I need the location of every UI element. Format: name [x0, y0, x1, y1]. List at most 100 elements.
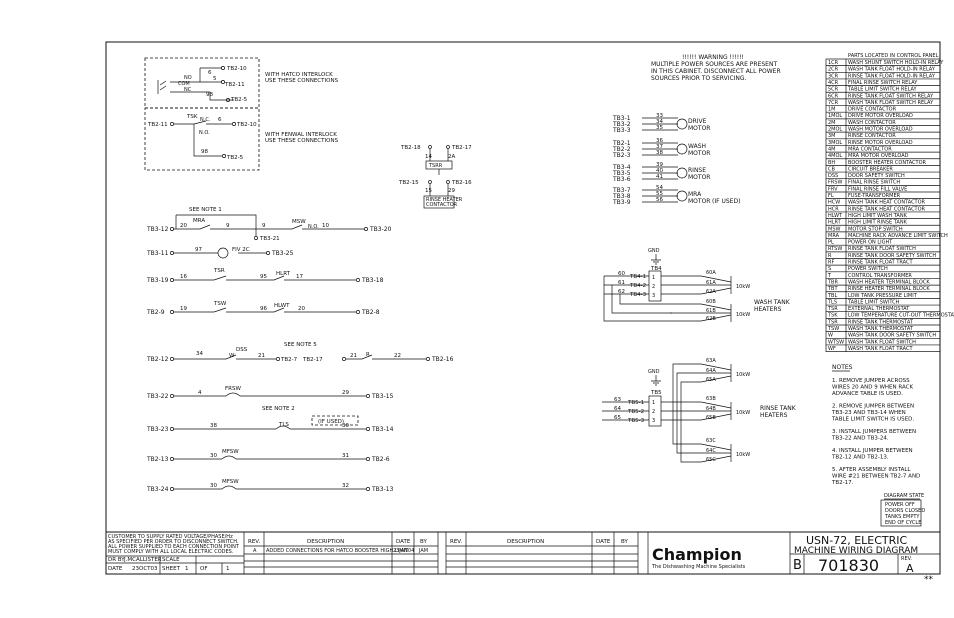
rung-wire-95: 95 — [260, 274, 267, 280]
rung-part-tls: TLS — [278, 422, 289, 428]
mra-motor: TB3-7 TB3-8 TB3-9 54 55 56 MRA MOTOR (IF… — [612, 185, 740, 206]
legend-description: WASH SHUNT SWITCH HOLD-IN RELAY — [848, 60, 944, 66]
legend-code: 1M — [828, 107, 836, 113]
legend-code: 4MOL — [828, 153, 842, 159]
wash-wire-61: 61 — [618, 280, 625, 286]
legend-code: TSK — [827, 313, 838, 319]
hatco-term-tb2-11: TB2-11 — [224, 82, 245, 88]
rinse-heater-64a: 64A — [706, 368, 716, 374]
rung-part-frsw: FRSW — [225, 386, 241, 392]
rung-left-terminal: TB2-12 — [146, 356, 169, 363]
legend-description: MRA CONTACTOR — [848, 146, 892, 152]
legend-description: WASH TANK FLOAT HOLD-IN RELAY — [848, 67, 936, 73]
wash-kw-2: 10kW — [736, 312, 750, 318]
legend-code: 2M — [828, 120, 836, 126]
rung-right-terminal: TB2-8 — [361, 309, 380, 316]
motor-wire-b: 37 — [656, 144, 663, 150]
motor-label-1: WASH — [688, 143, 706, 150]
legend-code: CB — [828, 166, 835, 172]
rung-tb3-24: TB3-24 30 MFSW 32 TB3-13 — [146, 479, 394, 493]
rung-right-terminal: TB3-25 — [271, 250, 294, 257]
spec-line-1: CUSTOMER TO SUPPLY RATED VOLTAGE/PHASE/H… — [108, 534, 233, 540]
rung-left-terminal: TB3-24 — [146, 486, 169, 493]
legend-code: WTSW — [828, 339, 844, 345]
hatco-nc-label: NC — [184, 87, 192, 93]
rung-wire-34: 34 — [196, 351, 203, 357]
legend-description: WASH TANK FLOAT SWITCH — [848, 339, 916, 345]
rung-part-tsw: TSW — [213, 301, 227, 307]
drawing-rev: A — [906, 562, 914, 575]
rung-right-terminal: TB3-15 — [371, 393, 394, 400]
motor-label-2: MOTOR — [688, 125, 710, 132]
rung-note-2: SEE NOTE 2 — [262, 406, 295, 412]
rinse-kw-1: 10kW — [736, 372, 750, 378]
legend-code: 5CR — [828, 87, 839, 93]
rung-left-terminal: TB2-13 — [146, 456, 169, 463]
rung-wire-9b: 9 — [262, 223, 266, 229]
fenwal-note-2: USE THESE CONNECTIONS — [265, 138, 339, 144]
motor-label-2: MOTOR — [688, 198, 710, 205]
note-1-line-2: WIRES 20 AND 9 WHEN RACK — [832, 385, 913, 391]
notes-title: NOTES — [832, 364, 853, 371]
rinse-heater-64b: 64B — [706, 406, 716, 412]
note-5-line-2: WIRE #21 BETWEEN TB2-7 AND — [832, 474, 920, 480]
rung-wire-22: 22 — [394, 353, 401, 359]
legend-description: RINSE TANK HEAT CONTACTOR — [848, 206, 926, 212]
wash-gnd-label: GND — [648, 248, 660, 254]
rinse-node-3: 3 — [652, 418, 655, 424]
wash-node-2: 2 — [652, 284, 655, 290]
note-5-line-3: TB2-17. — [831, 480, 854, 486]
legend-code: 1MOL — [828, 113, 842, 119]
rinse-wire-63: 63 — [614, 397, 621, 403]
fenwal-term-tb2-10: TB2-10 — [236, 122, 257, 128]
legend-description: RINSE HEATER TERMINAL BLOCK — [848, 286, 930, 292]
rev-row-description: ADDED CONNECTIONS FOR HATCO BOOSTER HIGH… — [266, 548, 409, 554]
rung-left-terminal: TB2-9 — [146, 309, 165, 316]
legend-description: FUSE-TRANSFORMER — [848, 193, 901, 199]
rung-left-terminal: TB3-19 — [146, 277, 169, 284]
rung-part-mfsw: MFSW — [222, 449, 239, 455]
legend-code: PL — [828, 240, 834, 246]
motor-wire-a: 36 — [656, 138, 663, 144]
rung-tb2-9: TB2-9 19 TSW 96 HLWT 20 TB2-8 — [146, 301, 380, 316]
legend-code: 3M — [828, 133, 836, 139]
legend-code: 3MOL — [828, 140, 842, 146]
note-2-line-1: 2. REMOVE JUMPER BETWEEN — [832, 404, 914, 410]
legend-description: POWER ON LIGHT — [848, 240, 893, 246]
company-logo: Champion — [652, 545, 742, 564]
legend-code: T — [827, 273, 832, 279]
motor-term-2: TB3-8 — [612, 193, 631, 200]
fenwal-nc-label: N.C. — [200, 117, 211, 123]
rung-wire-10: 10 — [322, 223, 329, 229]
rung-right-terminal: TB2-6 — [371, 456, 390, 463]
rung-left-terminal: TB3-23 — [146, 426, 169, 433]
rinse-heater-65a: 65A — [706, 377, 716, 383]
rinse-heater-63a: 63A — [706, 358, 716, 364]
rung-wire-21b: 21 — [350, 353, 357, 359]
rinse-kw-2: 10kW — [736, 410, 750, 416]
diagram-state-title: DIAGRAM STATE — [884, 493, 924, 499]
rinse-term-3: TB5-3 — [627, 418, 645, 424]
legend-description: RINSE TANK THERMOSTAT — [848, 319, 914, 325]
rung-part-hlrt: HLRT — [276, 271, 291, 277]
drawn-by: J.MCALLISTER — [123, 557, 162, 563]
rinse-wire-64: 64 — [614, 406, 621, 412]
motor-term-1: TB2-1 — [612, 140, 631, 147]
rung-wire-30: 30 — [210, 483, 217, 489]
motor-label-1: RINSE — [688, 167, 706, 174]
wash-term-3: TB4-3 — [629, 292, 647, 298]
interlock-connections: 6 5 NO COM NC 98 TB2-10 TB2-11 TB2-5 WIT… — [144, 57, 339, 171]
jumper-wire-14: 14 — [425, 154, 432, 160]
motor-term-3: TB2-3 — [612, 152, 631, 159]
warning-line-2: IN THIS CABINET. DISCONNECT ALL POWER — [651, 68, 781, 75]
legend-code: DSS — [828, 173, 838, 179]
rung-wire-20: 20 — [298, 306, 305, 312]
rung-tb3-23: SEE NOTE 2 (IF USED) TB3-23 38 TLS 30 TB… — [146, 406, 394, 433]
jumper-tb2-17: TB2-17 — [451, 145, 472, 151]
legend-description: RINSE TANK FLOAT HOLD-IN RELAY — [848, 73, 936, 79]
legend-description: WASH CONTACTOR — [848, 120, 896, 126]
